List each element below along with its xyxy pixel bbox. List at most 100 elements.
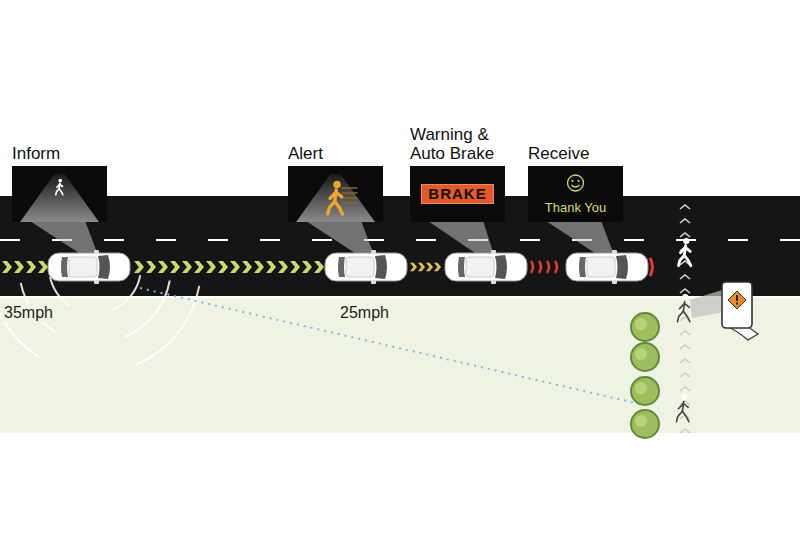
illustration-part bbox=[338, 257, 345, 277]
illustration-part bbox=[579, 257, 586, 277]
display-screen: Inform bbox=[12, 166, 107, 222]
road-perspective bbox=[296, 174, 375, 222]
car-top-view bbox=[566, 250, 653, 284]
illustration-part bbox=[685, 248, 690, 252]
screen-heading: Warning & Auto Brake bbox=[410, 125, 522, 163]
illustration-part bbox=[684, 255, 691, 265]
road-perspective bbox=[20, 174, 99, 222]
bush bbox=[631, 343, 659, 371]
illustration-part bbox=[612, 250, 617, 254]
illustration-part bbox=[677, 411, 683, 421]
motion-chevron bbox=[206, 261, 216, 273]
motion-chevron bbox=[314, 261, 324, 273]
motion-chevron bbox=[242, 261, 252, 273]
illustration-part bbox=[683, 238, 689, 244]
illustration-part bbox=[371, 280, 376, 284]
illustration-part bbox=[94, 250, 99, 254]
warning-diamond bbox=[728, 291, 746, 309]
crosswalk-chevron bbox=[680, 373, 690, 377]
brake-signal bbox=[531, 261, 533, 273]
motion-chevron bbox=[302, 261, 312, 273]
pedestrian-on-road bbox=[679, 238, 691, 266]
illustration-part bbox=[59, 189, 63, 195]
bush-highlight bbox=[635, 348, 647, 360]
ground bbox=[0, 297, 800, 433]
illustration-part bbox=[683, 311, 690, 321]
illustration-part bbox=[682, 294, 688, 300]
illustration-part bbox=[679, 255, 685, 265]
callout-beam bbox=[548, 222, 615, 255]
illustration-part bbox=[466, 257, 494, 277]
illustration-part bbox=[69, 257, 97, 277]
crosswalk-chevron bbox=[680, 289, 690, 293]
display-screen: ReceiveThank You bbox=[528, 166, 623, 222]
motion-chevron bbox=[254, 261, 264, 273]
illustration-part bbox=[333, 181, 340, 188]
crosswalk-chevron bbox=[680, 345, 690, 349]
illustration-part bbox=[60, 184, 63, 186]
motion-chevron bbox=[14, 261, 24, 273]
illustration-part bbox=[678, 311, 684, 321]
bush bbox=[631, 410, 659, 438]
motion-chevron bbox=[434, 263, 441, 271]
illustration-part bbox=[346, 257, 374, 277]
motion-line bbox=[342, 187, 358, 189]
speed-label: 35mph bbox=[2, 304, 55, 322]
motion-chevron bbox=[26, 261, 36, 273]
illustration-part bbox=[445, 253, 527, 281]
cars bbox=[48, 250, 653, 284]
car-top-view bbox=[325, 250, 407, 284]
callout-beam bbox=[430, 222, 495, 255]
motion-chevron bbox=[182, 261, 192, 273]
illustration-part bbox=[61, 257, 68, 277]
callout-beam bbox=[32, 222, 99, 255]
motion-chevron bbox=[146, 261, 156, 273]
motion-chevron bbox=[158, 261, 168, 273]
bush-highlight bbox=[635, 318, 647, 330]
illustration-part bbox=[491, 250, 496, 254]
illustration-part bbox=[587, 257, 615, 277]
pedestrian-hidden bbox=[677, 394, 689, 422]
motion-chevron bbox=[418, 263, 425, 271]
screen-heading: Alert bbox=[288, 144, 323, 163]
screen-heading: Inform bbox=[12, 144, 60, 163]
illustration-part bbox=[375, 255, 387, 279]
illustration-part bbox=[612, 280, 617, 284]
illustration-part bbox=[56, 189, 59, 195]
illustration-part bbox=[566, 253, 648, 281]
illustration-part bbox=[678, 404, 683, 409]
bush-highlight bbox=[635, 382, 647, 394]
illustration-part bbox=[679, 304, 684, 309]
illustration-part bbox=[371, 250, 376, 254]
motion-chevron bbox=[218, 261, 228, 273]
brake-signal bbox=[539, 261, 541, 273]
lane-marking bbox=[0, 239, 800, 241]
warning-mark bbox=[736, 295, 738, 301]
motion-chevron bbox=[410, 263, 417, 271]
crosswalk-chevron bbox=[680, 219, 690, 223]
motion-chevron bbox=[2, 261, 12, 273]
screen-icon bbox=[12, 166, 107, 222]
illustration-part bbox=[682, 411, 689, 421]
crosswalk-chevron bbox=[680, 233, 690, 237]
crosswalk-chevron bbox=[680, 205, 690, 209]
screen-message: Thank You bbox=[545, 200, 606, 215]
crosswalk-chevron bbox=[680, 387, 690, 391]
illustration-part bbox=[336, 192, 342, 197]
illustration-part bbox=[491, 280, 496, 284]
illustration-part bbox=[650, 258, 653, 276]
screen-heading: Receive bbox=[528, 144, 589, 163]
car-top-view bbox=[48, 250, 130, 284]
phone-beam bbox=[690, 290, 724, 318]
illustration-part bbox=[325, 253, 407, 281]
brake-signal bbox=[555, 261, 557, 273]
speed-label: 25mph bbox=[338, 304, 391, 322]
crosswalk-chevron bbox=[680, 429, 690, 433]
warning-mark bbox=[736, 303, 738, 305]
motion-chevron bbox=[170, 261, 180, 273]
motion-chevron bbox=[194, 261, 204, 273]
illustration-part bbox=[48, 253, 130, 281]
road bbox=[0, 196, 800, 297]
